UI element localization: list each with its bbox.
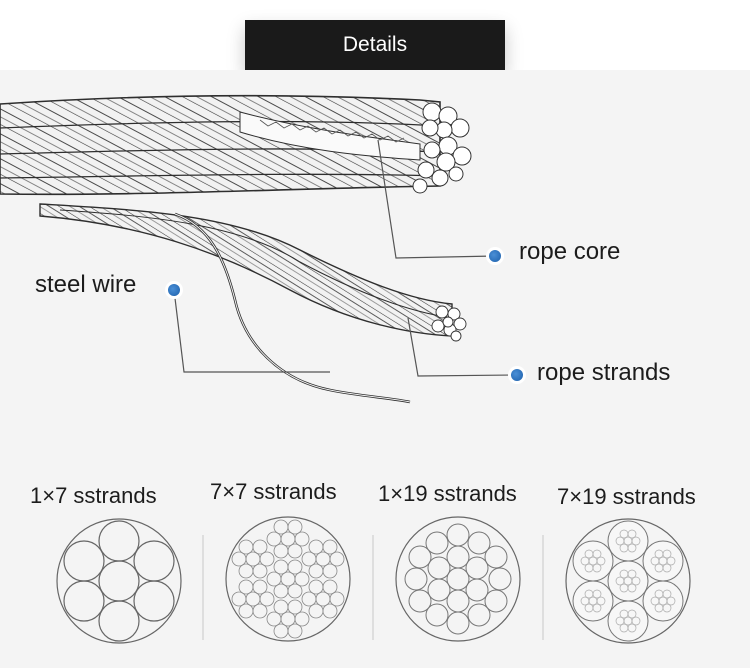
steel-wire-label: steel wire: [35, 271, 137, 298]
diagram-1x7: [56, 518, 182, 644]
main-rope: [0, 94, 472, 196]
details-title: Details: [342, 33, 408, 56]
diagram-1x19: [395, 516, 521, 642]
steel-wire-dot: [168, 284, 180, 296]
strand-type-1x7-label: 1×7 sstrands: [30, 483, 157, 508]
section-dividers: [202, 535, 544, 640]
rope-core-label: rope core: [519, 238, 621, 265]
wire-rope-illustration: [0, 94, 691, 644]
rope-strands-leader: [407, 317, 518, 377]
steel-wire-leader: [173, 289, 330, 373]
rope-strands-dot: [511, 369, 523, 381]
rope-core-leader: [377, 139, 496, 259]
diagram-7x19: [565, 518, 691, 644]
rope-core-dot: [489, 250, 501, 262]
separated-strand: [39, 203, 467, 342]
rope-strands-label: rope strands: [537, 359, 671, 386]
strand-type-7x7-label: 7×7 sstrands: [210, 479, 337, 504]
diagram-7x7: [225, 516, 351, 642]
strand-type-7x19-label: 7×19 sstrands: [557, 484, 696, 509]
strand-type-1x19-label: 1×19 sstrands: [378, 481, 517, 506]
details-header: Details: [245, 20, 505, 70]
